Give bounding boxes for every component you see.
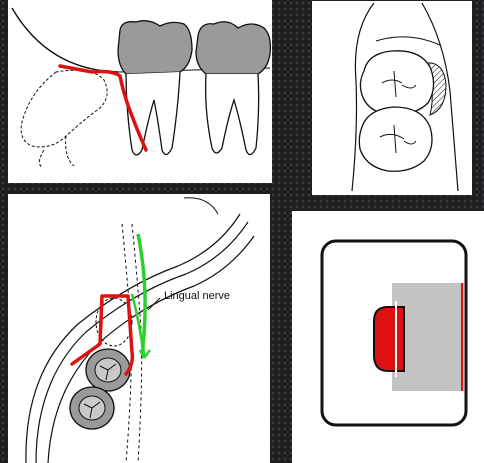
red-shape xyxy=(374,307,404,371)
nerve-canal-right xyxy=(132,224,142,463)
first-molar-crown xyxy=(196,22,270,74)
second-molar-roots xyxy=(126,72,180,155)
gum-line xyxy=(376,37,440,45)
two-molar-drawing xyxy=(312,1,472,195)
occlusal-nerve-drawing xyxy=(8,194,270,463)
impacted-root-outline-2 xyxy=(66,136,74,166)
lingual-nerve-label: Lingual nerve xyxy=(164,290,230,302)
two-molar-occlusal-diagram xyxy=(312,1,472,195)
ridge-line-outer xyxy=(26,214,240,463)
molar-lower xyxy=(359,107,432,171)
first-molar-roots xyxy=(206,74,259,155)
nerve-label-leader xyxy=(148,298,160,310)
film-schematic-diagram xyxy=(292,211,484,463)
ridge-line-inner xyxy=(48,236,254,463)
ridge-line-top xyxy=(184,198,218,214)
occlusal-molar-upper xyxy=(86,349,130,391)
lateral-molar-drawing xyxy=(8,0,272,183)
occlusal-molar-lower xyxy=(70,387,114,429)
occlusal-nerve-diagram: Lingual nerve xyxy=(8,194,270,463)
impacted-molar-outline xyxy=(21,70,107,147)
impacted-root-outline xyxy=(39,150,44,168)
film-schematic-drawing xyxy=(292,211,484,463)
ramus-border-line xyxy=(12,8,118,72)
lateral-molar-diagram xyxy=(8,0,272,183)
molar-upper xyxy=(360,51,433,115)
second-molar-crown xyxy=(118,21,192,74)
